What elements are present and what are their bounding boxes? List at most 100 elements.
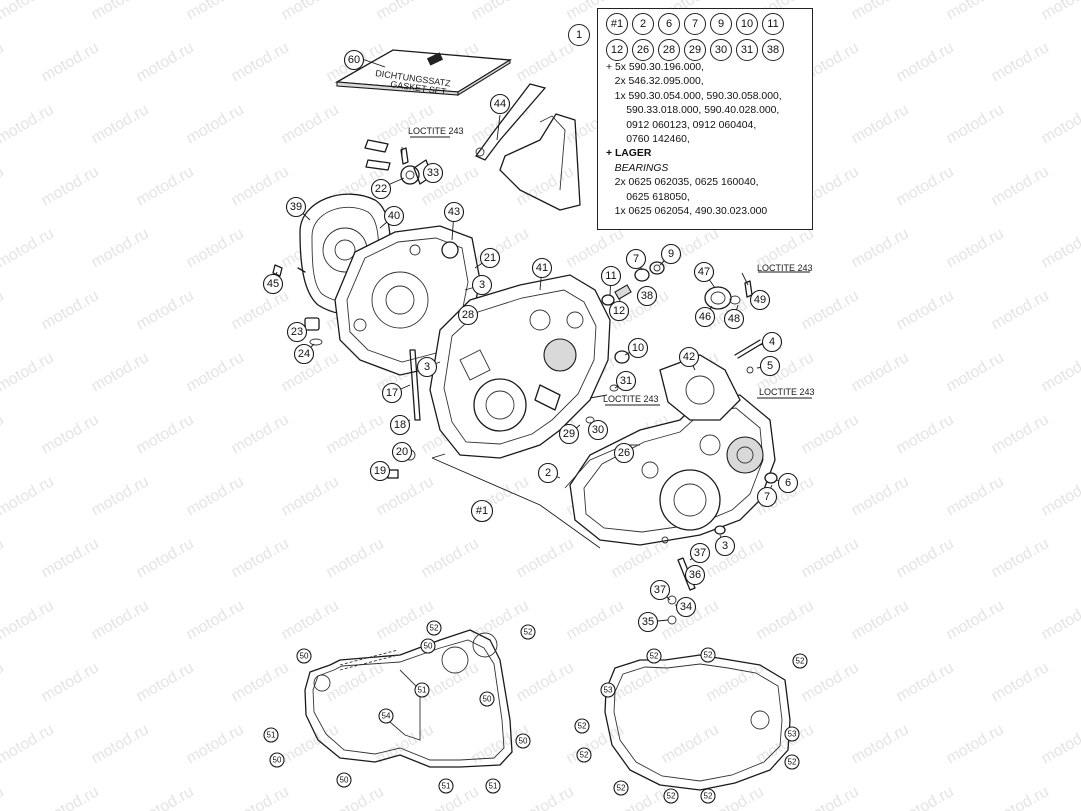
callout-41[interactable]: 41 — [531, 257, 553, 279]
callout-29[interactable]: 29 — [558, 423, 580, 445]
callout-35[interactable]: 35 — [637, 611, 659, 633]
callout-4[interactable]: 4 — [761, 331, 783, 353]
callout-42[interactable]: 42 — [678, 346, 700, 368]
crankcase-right-part — [569, 354, 776, 546]
watermark-text: motod.ru — [944, 473, 1007, 519]
callout-12[interactable]: 12 — [608, 300, 630, 322]
watermark-text: motod.ru — [184, 597, 247, 643]
callout-g52h[interactable]: 52 — [784, 754, 800, 770]
callout-39[interactable]: 39 — [285, 196, 307, 218]
callout-10[interactable]: 10 — [627, 337, 649, 359]
callout-g50a[interactable]: 50 — [296, 648, 312, 664]
watermark-text: motod.ru — [134, 411, 197, 457]
callout-g52j[interactable]: 52 — [663, 788, 679, 804]
callout-46[interactable]: 46 — [694, 306, 716, 328]
watermark-text: motod.ru — [39, 163, 102, 209]
callout-g51b[interactable]: 51 — [263, 727, 279, 743]
callout-3a[interactable]: 3 — [471, 274, 493, 296]
callout-34[interactable]: 34 — [675, 596, 697, 618]
drain-plug-parts — [272, 264, 421, 479]
callout-3b[interactable]: 3 — [416, 356, 438, 378]
callout-48[interactable]: 48 — [723, 308, 745, 330]
callout-36[interactable]: 36 — [684, 564, 706, 586]
callout-g52i[interactable]: 52 — [613, 780, 629, 796]
callout-g52a[interactable]: 52 — [426, 620, 442, 636]
callout-19[interactable]: 19 — [369, 460, 391, 482]
callout-7b[interactable]: 7 — [756, 486, 778, 508]
callout-48-label: 48 — [728, 313, 740, 325]
callout-60[interactable]: 60 — [343, 49, 365, 71]
callout-31[interactable]: 31 — [615, 370, 637, 392]
callout-37a[interactable]: 37 — [689, 542, 711, 564]
callout-17[interactable]: 17 — [381, 382, 403, 404]
loctite-note-1: LOCTITE 243 — [408, 126, 464, 136]
callout-g52f[interactable]: 52 — [574, 718, 590, 734]
callout-g50d-label: 50 — [519, 737, 528, 746]
callout-3c[interactable]: 3 — [714, 535, 736, 557]
callout-18[interactable]: 18 — [389, 414, 411, 436]
callout-g52d[interactable]: 52 — [700, 647, 716, 663]
callout-g53a[interactable]: 53 — [600, 682, 616, 698]
callout-g51d[interactable]: 51 — [485, 778, 501, 794]
callout-45[interactable]: 45 — [262, 273, 284, 295]
info-box-ref-callout[interactable]: 1 — [568, 24, 590, 46]
callout-g54[interactable]: 54 — [378, 708, 394, 724]
callout-38[interactable]: 38 — [636, 285, 658, 307]
callout-g52c[interactable]: 52 — [646, 648, 662, 664]
callout-22[interactable]: 22 — [370, 178, 392, 200]
callout-20[interactable]: 20 — [391, 441, 413, 463]
watermark-text: motod.ru — [989, 411, 1052, 457]
callout-g52b[interactable]: 52 — [520, 624, 536, 640]
callout-6-label: 6 — [785, 477, 791, 489]
callout-2[interactable]: 2 — [537, 462, 559, 484]
callout-47[interactable]: 47 — [693, 261, 715, 283]
callout-g50f[interactable]: 50 — [336, 772, 352, 788]
callout-26[interactable]: 26 — [613, 442, 635, 464]
callout-30[interactable]: 30 — [587, 419, 609, 441]
watermark-text: motod.ru — [324, 783, 387, 811]
callout-47-label: 47 — [698, 266, 710, 278]
callout-7a[interactable]: 7 — [625, 248, 647, 270]
callout-g52e[interactable]: 52 — [792, 653, 808, 669]
watermark-text: motod.ru — [279, 473, 342, 519]
callout-37b[interactable]: 37 — [649, 579, 671, 601]
included-part-badge: 28 — [658, 39, 680, 61]
callout-g51c[interactable]: 51 — [438, 778, 454, 794]
callout-5[interactable]: 5 — [759, 355, 781, 377]
callout-g51a[interactable]: 51 — [414, 682, 430, 698]
callout-11[interactable]: 11 — [600, 265, 622, 287]
watermark-text: motod.ru — [989, 39, 1052, 85]
callout-g50d[interactable]: 50 — [515, 733, 531, 749]
callout-23[interactable]: 23 — [286, 321, 308, 343]
callout-9[interactable]: 9 — [660, 243, 682, 265]
callout-7b-label: 7 — [764, 491, 770, 503]
callout-44[interactable]: 44 — [489, 93, 511, 115]
watermark-text: motod.ru — [704, 535, 767, 581]
callout-g50b[interactable]: 50 — [420, 638, 436, 654]
included-part-badge: 31 — [736, 39, 758, 61]
callout-28[interactable]: 28 — [457, 304, 479, 326]
callout-43[interactable]: 43 — [443, 201, 465, 223]
callout-11-label: 11 — [605, 270, 616, 282]
callout-6[interactable]: 6 — [777, 472, 799, 494]
callout-g52k[interactable]: 52 — [700, 788, 716, 804]
callout-24[interactable]: 24 — [293, 343, 315, 365]
callout-33[interactable]: 33 — [422, 162, 444, 184]
callout-g53b[interactable]: 53 — [784, 726, 800, 742]
callout-30-label: 30 — [592, 424, 604, 436]
callout-21[interactable]: 21 — [479, 247, 501, 269]
watermark-text: motod.ru — [134, 39, 197, 85]
callout-40[interactable]: 40 — [383, 205, 405, 227]
callout-g50a-label: 50 — [300, 652, 309, 661]
callout-g52g[interactable]: 52 — [576, 747, 592, 763]
callout-g52b-label: 52 — [524, 628, 533, 637]
watermark-text: motod.ru — [944, 597, 1007, 643]
callout-g50c[interactable]: 50 — [479, 691, 495, 707]
callout-assembly-1[interactable]: #1 — [470, 499, 494, 523]
callout-g53a-label: 53 — [604, 686, 613, 695]
callout-g50e[interactable]: 50 — [269, 752, 285, 768]
callout-34-label: 34 — [680, 601, 692, 613]
callout-g52i-label: 52 — [617, 784, 626, 793]
callout-49[interactable]: 49 — [749, 289, 771, 311]
